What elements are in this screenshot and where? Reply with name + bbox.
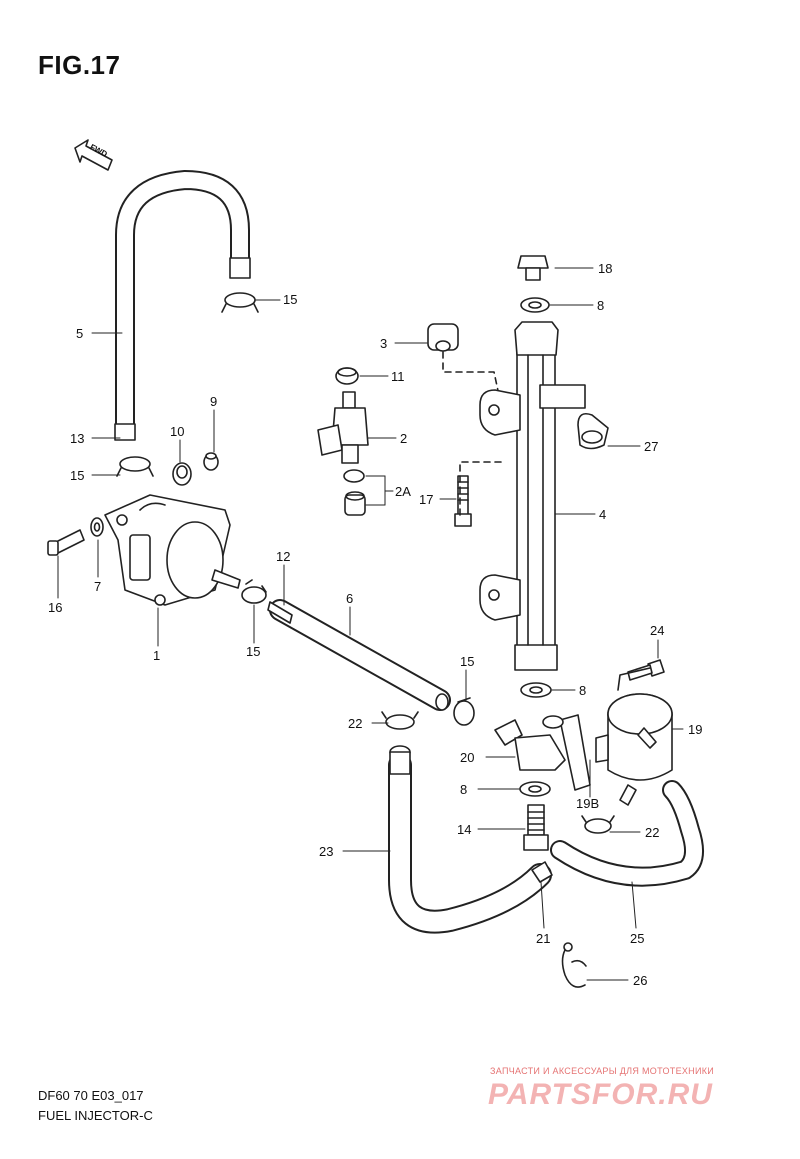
clamp-15-left bbox=[116, 456, 154, 477]
hose-23 bbox=[388, 745, 552, 934]
clamp-22-top bbox=[381, 711, 419, 730]
figure-code: DF60 70 E03_017 bbox=[38, 1088, 144, 1103]
callout-14: 14 bbox=[457, 822, 471, 837]
union-20 bbox=[494, 715, 566, 771]
callout-16: 16 bbox=[48, 600, 62, 615]
callout-12: 12 bbox=[276, 549, 290, 564]
callout-20: 20 bbox=[460, 750, 474, 765]
watermark-tagline: ЗАПЧАСТИ И АКСЕССУАРЫ ДЛЯ МОТОТЕХНИКИ bbox=[490, 1066, 715, 1076]
callout-21: 21 bbox=[536, 931, 550, 946]
washer-8-lower bbox=[519, 781, 551, 797]
clip-27 bbox=[577, 412, 609, 450]
callout-6: 6 bbox=[346, 591, 353, 606]
callout-15: 15 bbox=[460, 654, 474, 669]
bolt-17 bbox=[454, 475, 472, 527]
callout-13: 13 bbox=[70, 431, 84, 446]
hose-5 bbox=[114, 170, 251, 441]
callout-7: 7 bbox=[94, 579, 101, 594]
callout-9: 9 bbox=[210, 394, 217, 409]
callout-22: 22 bbox=[645, 825, 659, 840]
callout-8: 8 bbox=[597, 298, 604, 313]
grommet-9 bbox=[203, 452, 219, 471]
callout-5: 5 bbox=[76, 326, 83, 341]
leader-lines bbox=[57, 267, 684, 981]
callout-25: 25 bbox=[630, 931, 644, 946]
fuel-injector-2 bbox=[317, 391, 369, 464]
figure-name: FUEL INJECTOR-C bbox=[38, 1108, 153, 1123]
pressure-regulator-19 bbox=[595, 693, 673, 806]
clip-21 bbox=[531, 861, 553, 883]
callout-19: 19 bbox=[688, 722, 702, 737]
fuel-rail-4 bbox=[479, 321, 586, 671]
callout-15: 15 bbox=[283, 292, 297, 307]
fuel-filter-1 bbox=[104, 494, 241, 606]
washer-8-middle bbox=[520, 682, 552, 698]
clamp-22-lower bbox=[581, 815, 615, 834]
callout-17: 17 bbox=[419, 492, 433, 507]
figure-title: FIG.17 bbox=[38, 50, 121, 80]
clamp-15-top bbox=[221, 292, 259, 313]
callout-15: 15 bbox=[246, 644, 260, 659]
watermark-logo: PARTSFOR.RU bbox=[488, 1078, 713, 1111]
bracket-19b bbox=[559, 714, 591, 791]
callout-19b: 19B bbox=[576, 796, 599, 811]
washer-8-top bbox=[520, 297, 550, 313]
callout-8: 8 bbox=[460, 782, 467, 797]
callout-2: 2 bbox=[400, 431, 407, 446]
washer-7 bbox=[90, 517, 104, 537]
callout-1: 1 bbox=[153, 648, 160, 663]
callout-24: 24 bbox=[650, 623, 664, 638]
oring-11 bbox=[335, 367, 359, 385]
callout-4: 4 bbox=[599, 507, 606, 522]
cap-3 bbox=[427, 323, 459, 352]
clamp-15-lower bbox=[453, 697, 475, 726]
hose-25 bbox=[550, 780, 704, 887]
callout-22: 22 bbox=[348, 716, 362, 731]
callout-15: 15 bbox=[70, 468, 84, 483]
callout-8: 8 bbox=[579, 683, 586, 698]
callout-27: 27 bbox=[644, 439, 658, 454]
callout-3: 3 bbox=[380, 336, 387, 351]
callout-23: 23 bbox=[319, 844, 333, 859]
bolt-24 bbox=[627, 659, 665, 681]
grommet-10 bbox=[172, 462, 192, 486]
clamp-15-middle bbox=[241, 579, 267, 604]
callout-10: 10 bbox=[170, 424, 184, 439]
fwd-arrow-icon bbox=[74, 139, 113, 171]
oring-2a bbox=[343, 469, 366, 516]
callout-11: 11 bbox=[391, 369, 405, 384]
bolt-18 bbox=[517, 255, 549, 281]
callout-26: 26 bbox=[633, 973, 647, 988]
bolt-16 bbox=[47, 529, 85, 556]
clip-26 bbox=[561, 942, 587, 988]
bolt-14 bbox=[523, 804, 549, 851]
callout-2a: 2A bbox=[395, 484, 411, 499]
hose-6 bbox=[267, 599, 451, 711]
callout-18: 18 bbox=[598, 261, 612, 276]
